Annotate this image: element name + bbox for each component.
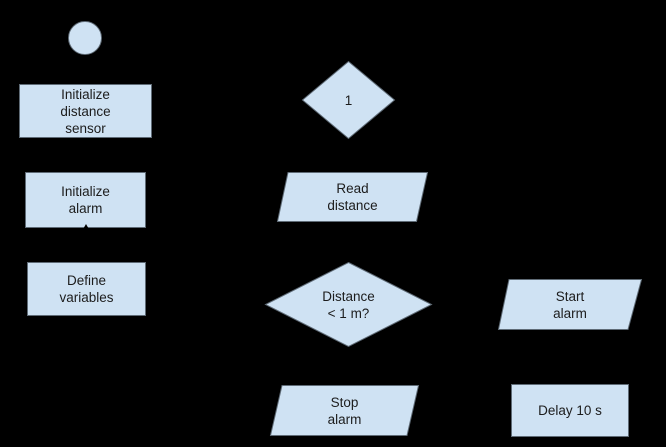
parallelogram-icon	[497, 279, 643, 330]
start-terminator	[68, 21, 102, 55]
node-label: Start alarm	[553, 288, 587, 321]
process-delay-10s: Delay 10 s	[511, 384, 629, 437]
process-define-variables: Define variables	[27, 262, 146, 316]
node-label: Stop alarm	[327, 394, 362, 427]
node-label: Initialize distance sensor	[60, 86, 111, 136]
node-label: Initialize alarm	[61, 184, 110, 216]
arrowhead-icon	[82, 224, 90, 231]
node-label: Read distance	[327, 181, 378, 213]
decision-distance-less-than-1m: Distance < 1 m?	[264, 261, 433, 348]
io-stop-alarm: Stop alarm	[269, 385, 420, 436]
io-read-distance: Read distance	[276, 172, 429, 222]
node-label: Define variables	[59, 273, 114, 305]
process-initialize-alarm: Initialize alarm	[25, 172, 146, 228]
node-label: Delay 10 s	[538, 403, 602, 418]
node-label: Distance < 1 m?	[322, 288, 375, 321]
node-label: 1	[344, 92, 353, 108]
diamond-icon	[301, 60, 396, 140]
process-initialize-distance-sensor: Initialize distance sensor	[19, 84, 152, 138]
parallelogram-icon	[269, 385, 420, 436]
connector-1: 1	[301, 60, 396, 140]
parallelogram-icon	[276, 172, 429, 222]
io-start-alarm: Start alarm	[497, 279, 643, 330]
diamond-icon	[264, 261, 433, 348]
